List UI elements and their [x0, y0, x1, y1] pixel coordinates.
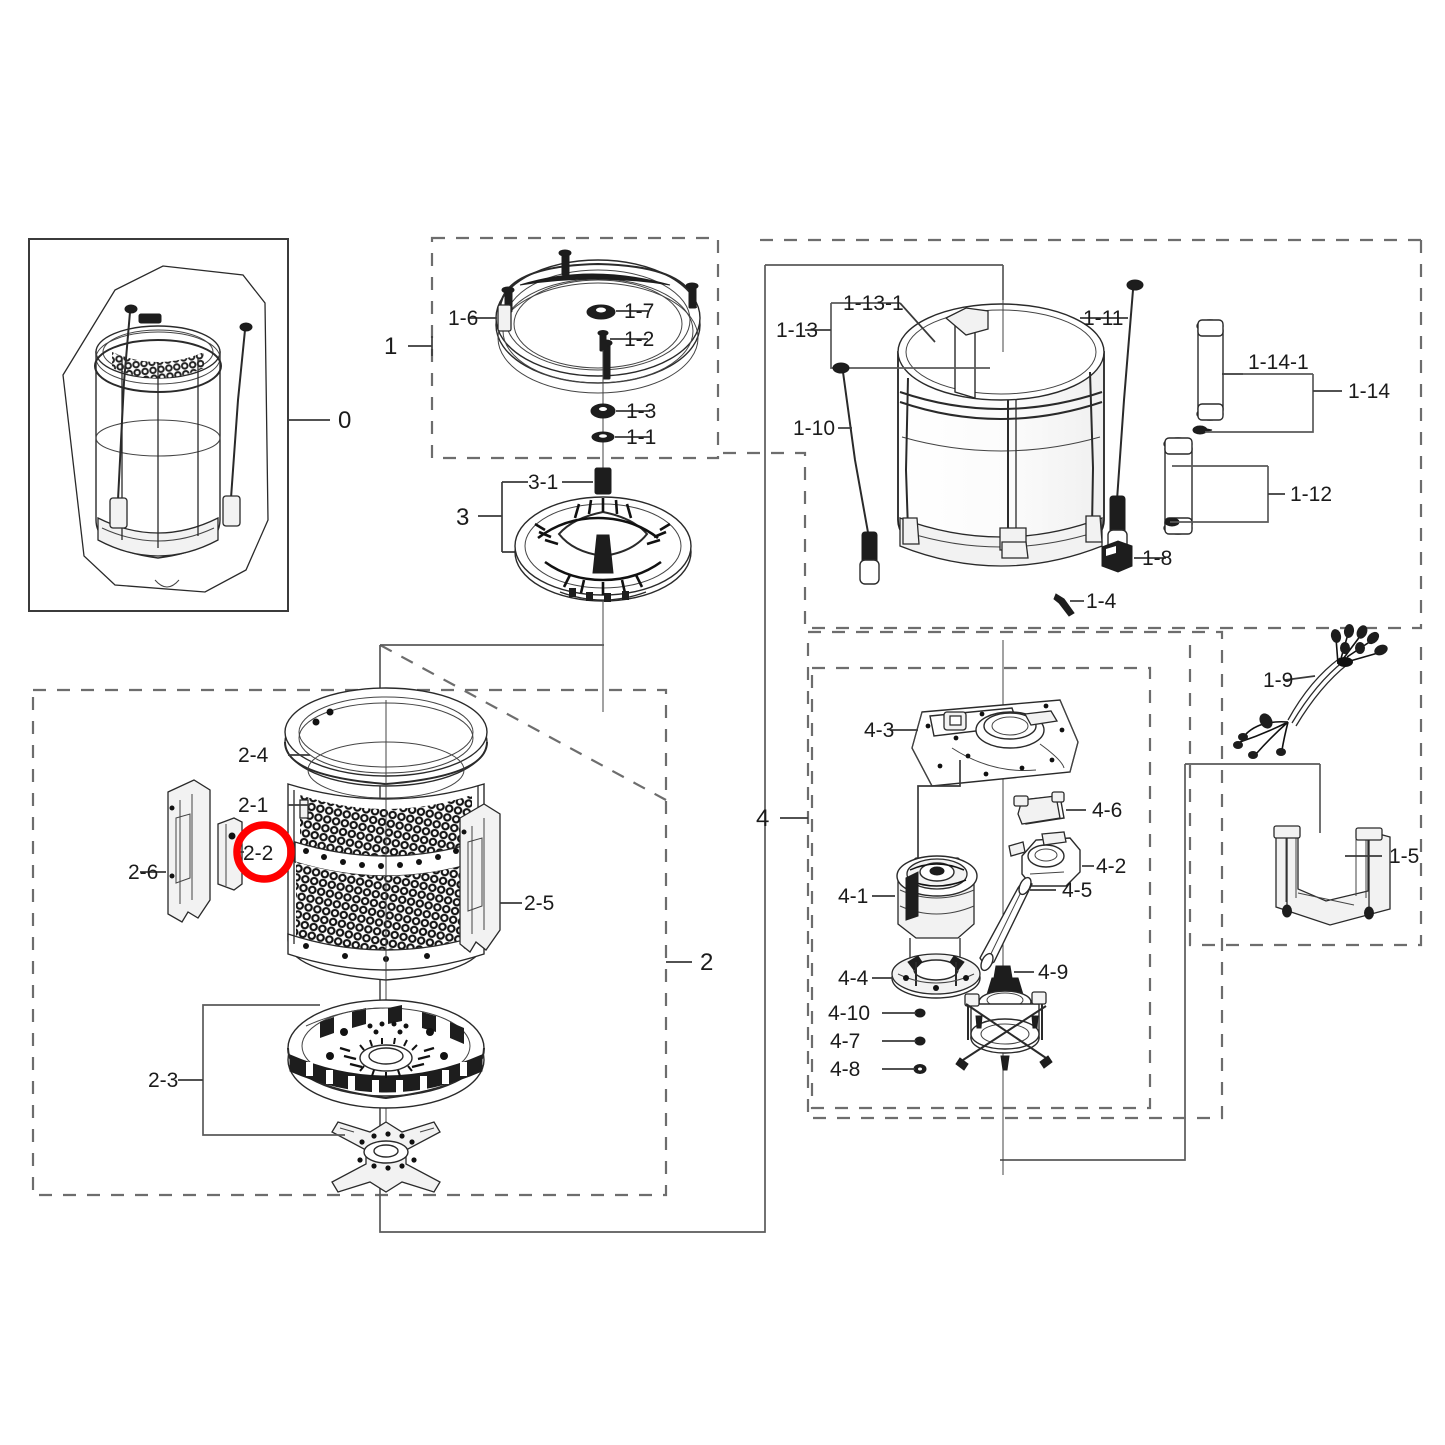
callout-1-1-label: 1-1: [626, 426, 656, 449]
callout-2-4-label: 2-4: [238, 744, 269, 767]
section-4-outer-dashed-box: [806, 630, 1224, 1120]
part-4-3-to-motor-leader: [917, 760, 961, 890]
part-1-2-bolt: 1-2: [597, 328, 654, 352]
group1-5-connector: [1000, 764, 1186, 1161]
callout-2-6-label: 2-6: [128, 861, 158, 884]
callout-1-12-label: 1-12: [1290, 483, 1332, 506]
part-2-1-drum-body: 2-1: [238, 783, 485, 981]
callout-4-1-label: 4-1: [838, 885, 868, 908]
part-4-2-valve: 4-2: [1008, 831, 1126, 887]
callout-3-label: 3: [456, 504, 469, 531]
callout-4-5-label: 4-5: [1062, 879, 1092, 902]
part-4-3-base-plate: 4-3: [864, 699, 1079, 890]
callout-1-12-bracket: [1170, 466, 1269, 523]
drum-assembly: 2-4: [128, 687, 554, 1193]
part-1-9-wire-harness: 1-9: [1233, 624, 1388, 759]
callout-2-3-bracket-top: [202, 1004, 320, 1080]
part-3-1-cap: [594, 467, 612, 495]
callout-1-14-bracket: [1205, 374, 1314, 433]
callout-1-13-1-label: 1-13-1: [843, 292, 904, 315]
callout-4-8-label: 4-8: [830, 1058, 860, 1081]
callout-1-9-label: 1-9: [1263, 669, 1293, 692]
overview-frame: [28, 238, 289, 612]
highlight-circle-2-2: [233, 821, 295, 883]
callout-3-1-label: 3-1: [528, 471, 558, 494]
callout-4-7-label: 4-7: [830, 1030, 860, 1053]
callout-1-7-label: 1-7: [624, 300, 654, 323]
callout-1-3-label: 1-3: [626, 400, 656, 423]
part-1-6-bracket: 1-6: [448, 304, 512, 332]
callout-1-13-label: 1-13: [776, 319, 818, 342]
section-1-tub-region: [718, 238, 1423, 800]
part-1-5-bracket-region: 1-5: [1000, 645, 1423, 1161]
part-1-4-screw: 1-4: [1053, 590, 1117, 617]
section-2-dashed-diagonal: [379, 644, 667, 801]
callout-2-1-label: 2-1: [238, 794, 268, 817]
cabinet-outline: [62, 265, 269, 593]
callout-1-10-label: 1-10: [793, 417, 835, 440]
part-4-9-clutch: 4-9: [955, 961, 1068, 1071]
part-4-1-motor: 4-1: [838, 855, 978, 973]
tub-cover-ring: 1-6 1-7 1-2 1-3 1: [448, 249, 701, 490]
callout-1-label: 1: [384, 333, 397, 360]
section-1-5-dashed-box: [1188, 645, 1423, 947]
section-1-tub-dashed-box: [718, 240, 1423, 630]
callout-1-14-1-label: 1-14-1: [1248, 351, 1309, 374]
part-4-4-rotor: 4-4: [838, 953, 981, 999]
callout-4-label: 4: [756, 805, 769, 832]
callout-4-4-label: 4-4: [838, 967, 869, 990]
callout-4-3-label: 4-3: [864, 719, 894, 742]
callout-2-label: 2: [700, 949, 713, 976]
callout-2-3-bracket-bottom: [202, 1080, 345, 1136]
callout-1-4-label: 1-4: [1086, 590, 1117, 613]
part-2-3-balance-ring: [287, 999, 485, 1109]
callout-0-label: 0: [338, 407, 351, 434]
part-4-7-fastener: 4-7: [830, 1030, 926, 1053]
part-4-10-fastener: 4-10: [828, 1002, 926, 1025]
callout-1-13-1-leader: [830, 303, 990, 369]
callout-1-5-label: 1-5: [1389, 845, 1419, 868]
part-1-14-spring: 1-14-1 1-14: [1192, 319, 1390, 435]
cabinet-notch: [154, 579, 180, 588]
callout-1-2-label: 1-2: [624, 328, 654, 351]
group-0-overview: 0: [28, 238, 351, 612]
part-2-4-top-ring: 2-4: [238, 687, 488, 799]
pulsator-group: 3-1 3: [456, 467, 692, 712]
part-4-6-connector: 4-6: [1013, 791, 1122, 825]
overview-suspension-rods: [109, 304, 253, 529]
callout-4-9-label: 4-9: [1038, 961, 1068, 984]
part-1-12-spring: 1-12: [1163, 437, 1332, 535]
callout-2-2-label: 2-2: [243, 842, 273, 865]
callout-1-6-label: 1-6: [448, 307, 478, 330]
section-1-dashed-box: [430, 236, 720, 460]
part-4-8-fastener: 4-8: [830, 1058, 927, 1081]
part-2-5-baffle: 2-5: [459, 803, 554, 953]
callout-2-3-label: 2-3: [148, 1069, 178, 1092]
callout-4-10-label: 4-10: [828, 1002, 870, 1025]
part-2-2-insert: [217, 817, 244, 891]
part-1-1-washer: 1-1: [591, 426, 656, 449]
callout-1-8-label: 1-8: [1142, 547, 1172, 570]
part-2-3-spider-hub: [331, 1121, 441, 1193]
part-2-6-baffle: 2-6: [128, 779, 211, 923]
section-4-inner-dashed-box: [810, 666, 1152, 1110]
section-2-dashed-box: [31, 688, 668, 1197]
part-4-5-belt: 4-5: [979, 876, 1092, 972]
part-1-5-bracket: 1-5: [1273, 825, 1419, 926]
callout-1-11-label: 1-11: [1083, 307, 1123, 330]
pulsator-disc: [514, 496, 692, 602]
part-1-10-suspension-rod: 1-10: [793, 362, 880, 585]
callout-1-14-label: 1-14: [1348, 380, 1390, 403]
callout-4-2-label: 4-2: [1096, 855, 1126, 878]
callout-2-5-label: 2-5: [524, 892, 554, 915]
callout-4-6-label: 4-6: [1092, 799, 1122, 822]
part-1-3-washer: 1-3: [590, 400, 656, 423]
outer-tub: 1-13-1 1-13: [776, 292, 1105, 567]
part-1-7-nut: 1-7: [586, 300, 654, 323]
section-1-region: 1: [384, 236, 720, 460]
part-1-8-clip: 1-8: [1101, 540, 1172, 573]
